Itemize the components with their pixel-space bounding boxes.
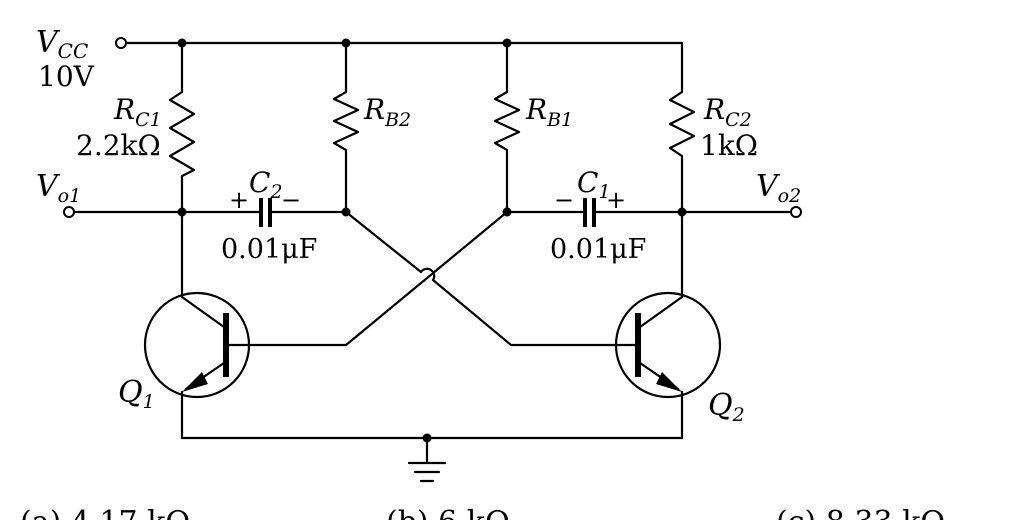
transistor-q2 bbox=[613, 210, 722, 440]
c2-minus: − bbox=[281, 186, 301, 214]
c2-value: 0.01μF bbox=[221, 234, 317, 265]
vo2-line bbox=[594, 206, 802, 218]
vo1-label: Vo1 bbox=[36, 169, 81, 207]
rb2-label: RB2 bbox=[363, 93, 411, 131]
capacitor-c1 bbox=[502, 198, 596, 227]
ground-icon bbox=[407, 461, 447, 483]
c2-label: C2 bbox=[249, 166, 283, 203]
vcc-rail bbox=[115, 37, 684, 49]
transistor-q1 bbox=[143, 210, 251, 440]
resistor-rb1 bbox=[493, 41, 521, 214]
c1-plus: + bbox=[606, 186, 626, 214]
resistor-rc1 bbox=[168, 41, 196, 214]
c1-label: C1 bbox=[577, 166, 611, 203]
resistor-rb2 bbox=[332, 41, 360, 214]
rb1-label: RB1 bbox=[525, 93, 573, 131]
vcc-value: 10V bbox=[38, 60, 95, 93]
vcc-label: VCC bbox=[36, 25, 88, 63]
rc1-label: RC1 bbox=[113, 93, 162, 131]
vo1-terminal[interactable] bbox=[63, 206, 75, 218]
rc2-label: RC2 bbox=[703, 93, 752, 131]
rc1-value: 2.2kΩ bbox=[76, 129, 161, 162]
ground-rail bbox=[180, 433, 684, 465]
vo2-label: Vo2 bbox=[756, 169, 801, 207]
answer-choice-a[interactable]: (a) 4.17 kΩ bbox=[20, 505, 190, 520]
q2-label: Q2 bbox=[708, 388, 745, 426]
rc2-value: 1kΩ bbox=[700, 129, 758, 162]
c2-plus: + bbox=[229, 186, 249, 214]
cross-coupling bbox=[246, 210, 617, 347]
c1-minus: − bbox=[554, 186, 574, 214]
answer-choice-b[interactable]: (b) 6 kΩ bbox=[386, 505, 510, 520]
resistor-rc2 bbox=[668, 41, 696, 214]
vcc-terminal[interactable] bbox=[115, 37, 127, 49]
q1-label: Q1 bbox=[118, 375, 155, 413]
c1-value: 0.01μF bbox=[550, 234, 646, 265]
vo2-terminal[interactable] bbox=[790, 206, 802, 218]
answer-choice-c[interactable]: (c) 8.33 kΩ bbox=[776, 505, 945, 520]
